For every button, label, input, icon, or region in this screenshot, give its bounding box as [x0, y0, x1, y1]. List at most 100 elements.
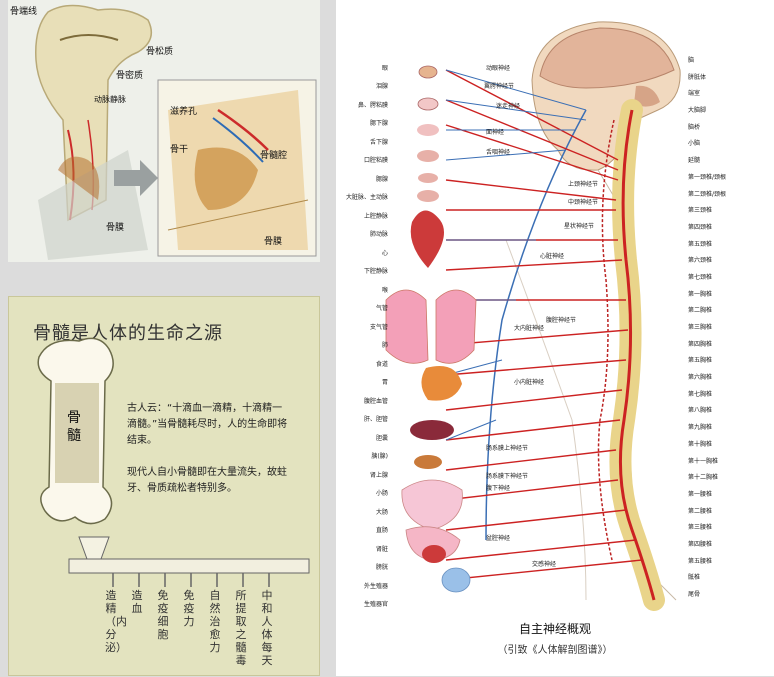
left-label: 小肠: [376, 491, 388, 497]
left-label: 肾上腺: [370, 473, 388, 479]
left-label: 心: [382, 251, 388, 257]
right-label: 第二腰椎: [688, 509, 712, 515]
right-label: 小脑: [688, 141, 700, 147]
right-label: 第十一胸椎: [688, 459, 718, 465]
label-marrow-cavity: 骨髓腔: [260, 152, 287, 161]
nerve-label: 大内脏神经: [514, 326, 544, 332]
right-label: 第四颈椎: [688, 225, 712, 231]
right-label: 第六胸椎: [688, 375, 712, 381]
marrow-paragraph-1: 古人云：“十滴血一滴精，十滴精一滴髓。”当骨髓耗尽时，人的生命即将结束。: [127, 401, 289, 449]
left-label: 泪腺: [376, 84, 388, 90]
right-label: 第五颈椎: [688, 242, 712, 248]
bone-illustration: [8, 0, 320, 262]
left-label: 舌下腺: [370, 140, 388, 146]
right-label: 第一胸椎: [688, 292, 712, 298]
marrow-bone-label: 骨髓: [67, 409, 81, 445]
left-label: 胰(腺): [371, 454, 388, 460]
left-label: 眼: [382, 66, 388, 72]
right-label: 第五胸椎: [688, 358, 712, 364]
left-label: 肾脏: [376, 547, 388, 553]
right-label: 第二颈椎/颈根: [688, 192, 726, 198]
right-label: 端室: [688, 91, 700, 97]
nerve-label: 肠系膜下神经节: [486, 474, 528, 480]
bone-structure-panel: 骨端线 骨松质 骨密质 动脉 静脉 骨膜 滋养孔 骨干 骨髓腔 骨膜: [8, 0, 320, 262]
left-label: 腮下腺: [370, 121, 388, 127]
left-label: 口腔粘膜: [364, 158, 388, 164]
left-label: 胃: [382, 380, 388, 386]
left-label: 支气管: [370, 325, 388, 331]
label-nutrient-foramen: 滋养孔: [170, 108, 197, 117]
left-label: 胆囊: [376, 436, 388, 442]
function-column-7: 中和人体每天: [261, 589, 273, 667]
function-column-5: 自然治愈力: [209, 589, 221, 654]
function-column-6: 所提取之髓毒: [235, 589, 247, 667]
right-label: 骶椎: [688, 575, 700, 581]
nerve-label: 迷走神经: [496, 104, 520, 110]
left-label: 喉: [382, 288, 388, 294]
left-label: 鼻、腭粘膜: [358, 103, 388, 109]
right-label: 尾骨: [688, 592, 700, 598]
left-label: 腹腔血管: [364, 399, 388, 405]
right-label: 第六颈椎: [688, 258, 712, 264]
label-periosteum-right: 骨膜: [264, 238, 282, 247]
left-label: 上腔静脉: [364, 214, 388, 220]
nerve-label: 上颈神经节: [568, 182, 598, 188]
left-label: 下腔静脉: [364, 269, 388, 275]
right-label: 胼胝体: [688, 75, 706, 81]
nerve-label: 腹下神经: [486, 486, 510, 492]
function-column-1: 造精（内分泌）: [105, 589, 117, 654]
nerve-label: 星状神经节: [564, 224, 594, 230]
label-epiphyseal-line: 骨端线: [10, 8, 37, 17]
left-label: 肝、胆管: [364, 417, 388, 423]
nerve-panel-subtitle: （引致《人体解剖图谱》）: [336, 641, 774, 656]
marrow-paragraph-2: 现代人自小骨髓即在大量流失，故蛀牙、骨质疏松者特别多。: [127, 465, 289, 497]
right-label: 第四腰椎: [688, 542, 712, 548]
right-label: 第九胸椎: [688, 425, 712, 431]
nerve-label: 动眼神经: [486, 66, 510, 72]
nervous-system-illustration: [336, 0, 774, 676]
right-label: 第七胸椎: [688, 392, 712, 398]
label-vein: 静脉: [110, 96, 126, 104]
label-spongy-bone: 骨松质: [146, 48, 173, 57]
right-label: 大脑脚: [688, 108, 706, 114]
nerve-panel-title: 自主神经概观: [336, 620, 774, 637]
nerve-label: 舌咽神经: [486, 150, 510, 156]
right-label: 延髓: [688, 158, 700, 164]
right-label: 第二胸椎: [688, 308, 712, 314]
right-label: 脑: [688, 58, 694, 64]
right-label: 第一颈椎/颈根: [688, 175, 726, 181]
left-label: 腮腺: [376, 177, 388, 183]
left-label: 直肠: [376, 528, 388, 534]
bone-marrow-panel: 骨髓是人体的生命之源 骨髓 古人云：“十滴血一滴精，十滴精一滴髓。”当骨髓耗尽时…: [8, 296, 320, 676]
function-column-2: 造血: [131, 589, 143, 615]
right-label: 第十胸椎: [688, 442, 712, 448]
right-label: 第三腰椎: [688, 525, 712, 531]
left-label: 气管: [376, 306, 388, 312]
right-label: 第八胸椎: [688, 408, 712, 414]
right-label: 第五腰椎: [688, 559, 712, 565]
label-periosteum-left: 骨膜: [106, 224, 124, 233]
left-label: 生殖器官: [364, 602, 388, 608]
nerve-label: 中颈神经节: [568, 200, 598, 206]
nerve-label: 肠系膜上神经节: [486, 446, 528, 452]
nerve-label: 盆腔神经: [486, 536, 510, 542]
nerve-label: 翼腭神经节: [484, 84, 514, 90]
left-label: 食道: [376, 362, 388, 368]
autonomic-nerve-panel: 眼泪腺鼻、腭粘膜腮下腺舌下腺口腔粘膜腮腺大脏脉、主动脉上腔静脉肺动脉心下腔静脉喉…: [336, 0, 774, 676]
function-column-4: 免疫力: [183, 589, 195, 628]
left-label: 大肠: [376, 510, 388, 516]
right-label: 第三胸椎: [688, 325, 712, 331]
left-label: 肺: [382, 343, 388, 349]
label-artery: 动脉: [94, 96, 110, 104]
right-label: 第四胸椎: [688, 342, 712, 348]
right-label: 第十二胸椎: [688, 475, 718, 481]
nerve-label: 小内脏神经: [514, 380, 544, 386]
right-label: 第七颈椎: [688, 275, 712, 281]
nerve-label: 面神经: [486, 130, 504, 136]
left-label: 膀胱: [376, 565, 388, 571]
right-label: 脑桥: [688, 125, 700, 131]
left-label: 大脏脉、主动脉: [346, 195, 388, 201]
nerve-label: 心脏神经: [540, 254, 564, 260]
right-label: 第三颈椎: [688, 208, 712, 214]
nerve-label: 交感神经: [532, 562, 556, 568]
